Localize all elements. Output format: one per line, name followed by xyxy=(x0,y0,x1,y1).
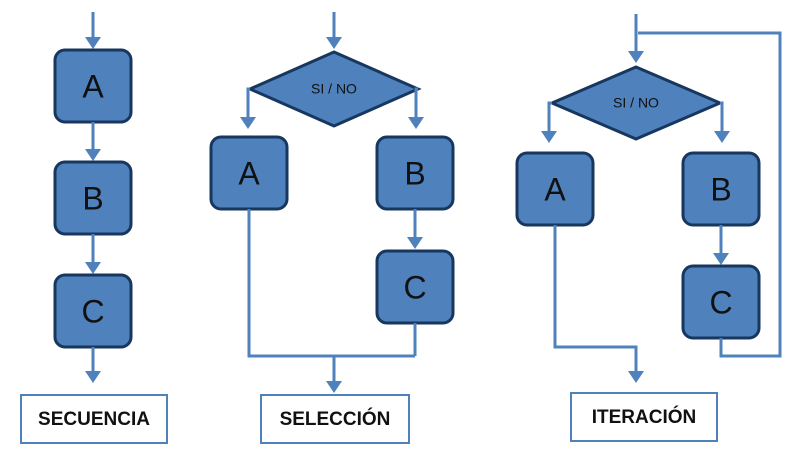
arrowhead xyxy=(85,37,101,49)
arrowhead xyxy=(408,117,424,129)
arrowhead xyxy=(628,51,644,63)
connector-line xyxy=(547,101,552,132)
box-c-label: C xyxy=(81,293,104,329)
arrowhead xyxy=(541,131,557,143)
seleccion-label: SELECCIÓN xyxy=(280,408,391,430)
box-b-label: B xyxy=(710,171,731,207)
arrowhead xyxy=(240,117,256,129)
box-c-label: C xyxy=(709,284,732,320)
secuencia-structure: A B C SECUENCIA xyxy=(20,12,168,444)
iteracion-label: ITERACIÓN xyxy=(592,406,697,428)
arrowhead xyxy=(714,131,730,143)
secuencia-label: SECUENCIA xyxy=(38,409,150,430)
seleccion-label-box xyxy=(260,394,410,444)
box-a-label: A xyxy=(544,171,566,207)
arrowhead xyxy=(628,371,644,383)
loop-back-line xyxy=(638,31,782,358)
decision-label: SI / NO xyxy=(613,95,659,111)
connector-line xyxy=(414,87,418,118)
arrowhead xyxy=(407,237,423,249)
decision-diamond xyxy=(548,65,724,141)
connector-line xyxy=(246,87,250,118)
seleccion-structure: SI / NO A B C SELECCIÓN xyxy=(209,12,455,444)
box-b-label: B xyxy=(404,155,425,191)
connector-line xyxy=(247,209,415,358)
iteracion-label-box xyxy=(570,392,718,442)
arrowhead xyxy=(326,37,342,49)
connector-line xyxy=(720,101,724,132)
arrowhead xyxy=(85,262,101,274)
decision-label: SI / NO xyxy=(311,81,357,97)
connector-line xyxy=(553,225,638,372)
box-a-label: A xyxy=(238,155,260,191)
box-c-label: C xyxy=(403,269,426,305)
arrowhead xyxy=(713,253,729,265)
arrowhead xyxy=(326,381,342,393)
iteracion-structure: SI / NO A B C ITERACIÓN xyxy=(515,14,782,442)
box-a-label: A xyxy=(82,68,104,104)
decision-diamond xyxy=(246,50,422,128)
secuencia-label-box xyxy=(20,394,168,444)
arrowhead xyxy=(85,371,101,383)
arrowhead xyxy=(85,149,101,161)
box-b-label: B xyxy=(82,180,103,216)
